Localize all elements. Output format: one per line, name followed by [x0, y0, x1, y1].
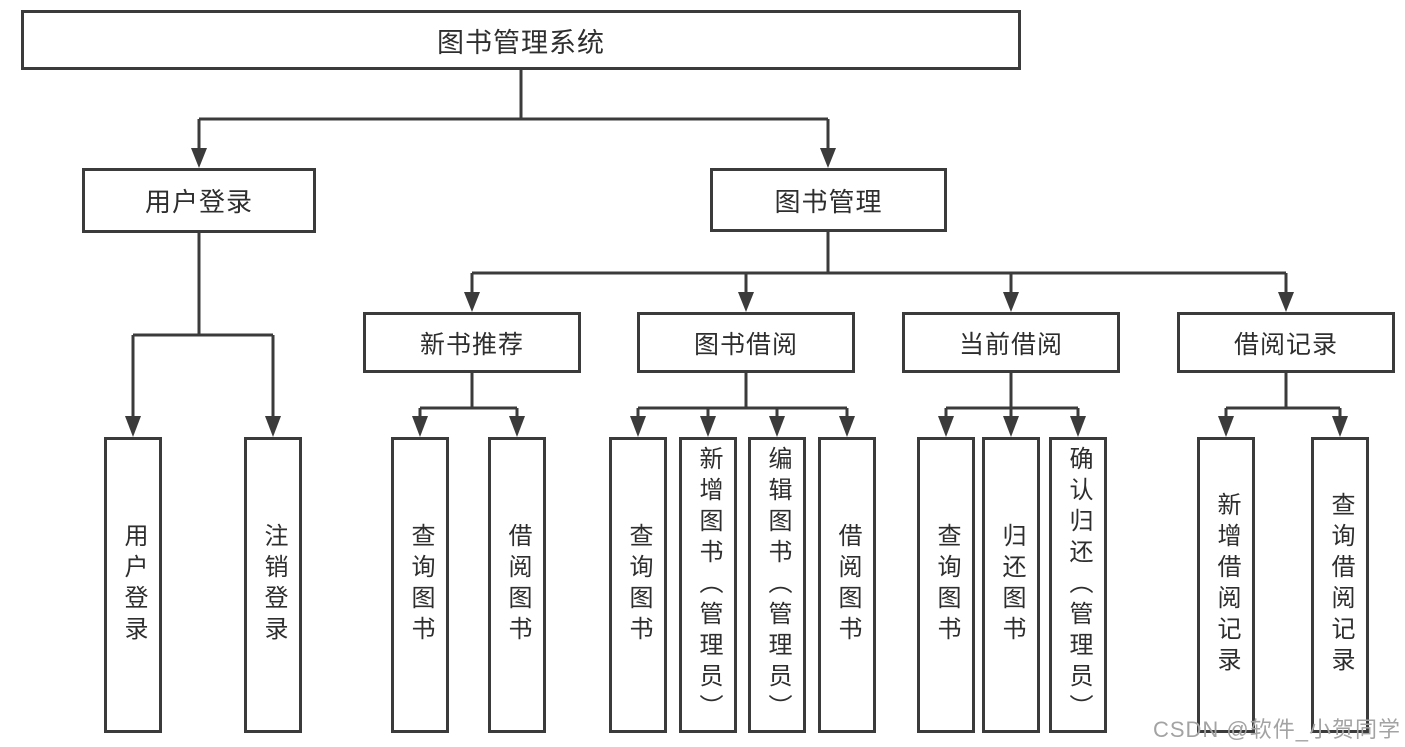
node-label: 注销登录	[260, 523, 287, 647]
node-label: 用户登录	[144, 187, 253, 217]
node-label: 查询借阅记录	[1327, 492, 1354, 678]
leaf-query-books-recommend: 查询图书	[391, 437, 449, 733]
node-label: 图书管理系统	[437, 27, 605, 58]
connector-book-management-split	[464, 232, 1294, 312]
node-label: 图书借阅	[693, 330, 798, 359]
leaf-query-borrow-record: 查询借阅记录	[1311, 437, 1369, 733]
node-label: 归还图书	[998, 523, 1025, 647]
node-label: 用户登录	[120, 523, 147, 647]
leaf-query-books-current: 查询图书	[917, 437, 975, 733]
leaf-edit-book-admin: 编辑图书（管理员）	[748, 437, 806, 733]
node-label: 查询图书	[933, 523, 960, 647]
node-label: 新书推荐	[419, 330, 524, 359]
watermark: CSDN @软件_小贺同学	[1152, 717, 1401, 742]
node-book-borrowing: 图书借阅	[637, 312, 855, 373]
node-label: 新增借阅记录	[1213, 492, 1240, 678]
leaf-add-book-admin: 新增图书（管理员）	[679, 437, 737, 733]
node-label: 查询图书	[407, 523, 434, 647]
leaf-user-login: 用户登录	[104, 437, 162, 733]
connector-root-split	[191, 70, 836, 168]
connector-borrow-records-split	[1218, 373, 1348, 437]
node-label: 新增图书（管理员）	[695, 445, 722, 725]
leaf-query-books-borrow: 查询图书	[609, 437, 667, 733]
node-label: 查询图书	[625, 523, 652, 647]
connector-current-borrow-split	[938, 373, 1086, 437]
leaf-borrow-books-recommend: 借阅图书	[488, 437, 546, 733]
node-label: 确认归还（管理员）	[1065, 445, 1092, 725]
leaf-confirm-return-admin: 确认归还（管理员）	[1049, 437, 1107, 733]
leaf-add-borrow-record: 新增借阅记录	[1197, 437, 1255, 733]
node-label: 编辑图书（管理员）	[764, 445, 791, 725]
node-library-management-system: 图书管理系统	[21, 10, 1021, 70]
connector-book-borrow-split	[630, 373, 855, 437]
node-new-book-recommendation: 新书推荐	[363, 312, 581, 373]
node-borrowing-records: 借阅记录	[1177, 312, 1395, 373]
node-label: 借阅图书	[504, 523, 531, 647]
node-user-login-branch: 用户登录	[82, 168, 316, 233]
node-book-management: 图书管理	[710, 168, 947, 232]
connector-user-login-split	[125, 233, 281, 437]
leaf-logout: 注销登录	[244, 437, 302, 733]
node-current-borrowing: 当前借阅	[902, 312, 1120, 373]
leaf-borrow-books: 借阅图书	[818, 437, 876, 733]
leaf-return-book: 归还图书	[982, 437, 1040, 733]
node-label: 借阅图书	[834, 523, 861, 647]
node-label: 借阅记录	[1233, 330, 1338, 359]
connector-new-book-split	[412, 373, 525, 437]
node-label: 当前借阅	[958, 330, 1063, 359]
node-label: 图书管理	[774, 186, 883, 217]
